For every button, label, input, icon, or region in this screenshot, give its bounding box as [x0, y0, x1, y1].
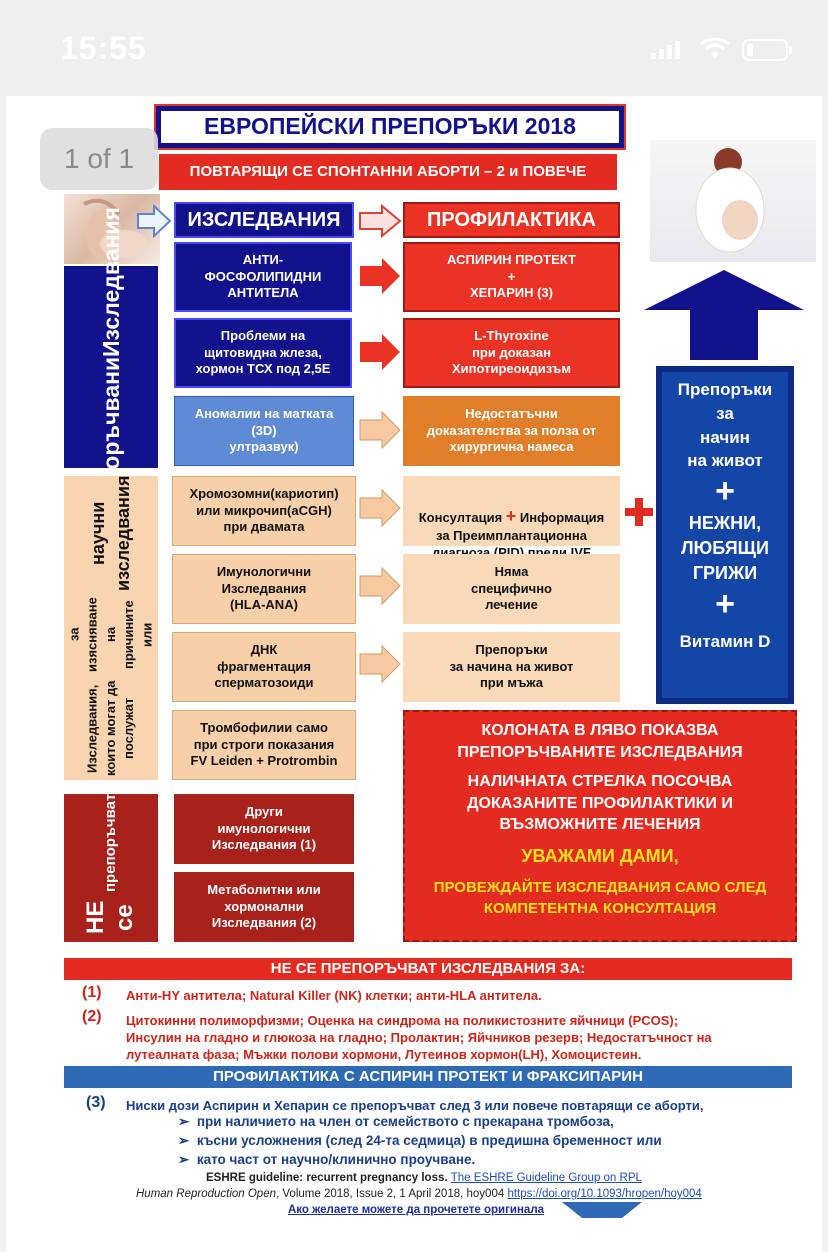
- footnote-3: Ниски дози Аспирин и Хепарин се препоръч…: [126, 1098, 704, 1113]
- side-label-recommended: Препоръчвани Изследвания: [64, 266, 158, 468]
- lifestyle-panel: Препоръки за начин на живот + НЕЖНИ, ЛЮБ…: [656, 366, 794, 704]
- footnote-2-num: (2): [82, 1008, 102, 1026]
- prophylaxis-box-6: Препоръки за начина на живот при мъжа: [403, 632, 620, 702]
- arrow-up-icon: [642, 268, 806, 362]
- lifestyle-text-1: Препоръки за начин на живот: [662, 378, 788, 473]
- research-box-7: Тромбофилии само при строги показания FV…: [172, 710, 356, 780]
- eshre-link[interactable]: The ESHRE Guideline Group on RPL: [451, 1172, 642, 1184]
- lifestyle-text-3: Витамин D: [662, 630, 788, 654]
- side-label-research: Изследвания, които могат да послужат за …: [64, 476, 158, 780]
- notice-p3: УВАЖАМИ ДАМИ,: [405, 846, 795, 867]
- plus-icon: +: [662, 586, 788, 623]
- document-page[interactable]: ЕВРОПЕЙСКИ ПРЕПОРЪКИ 2018 ПОВТАРЯЩИ СЕ С…: [6, 96, 822, 1252]
- prophylaxis-box-3: Недостатъчни доказателства за полза от х…: [403, 396, 620, 466]
- notice-box: КОЛОНАТА В ЛЯВО ПОКАЗВА ПРЕПОРЪЧВАНИТЕ И…: [403, 710, 797, 942]
- band-prophylaxis: ПРОФИЛАКТИКА С АСПИРИН ПРОТЕКТ И ФРАКСИП…: [64, 1066, 792, 1088]
- prophylaxis-box-4: Консултация + Информация за Преимплантац…: [403, 476, 620, 546]
- side-label-research-line2: за изясняване на причините или: [66, 591, 157, 677]
- prophylaxis-box-1: АСПИРИН ПРОТЕКТ + ХЕПАРИН (3): [403, 242, 620, 312]
- arrow-right-icon: [358, 644, 402, 684]
- notice-p4: ПРОВЕЖДАЙТЕ ИЗСЛЕДВАНИЯ САМО СЛЕД КОМПЕТ…: [405, 877, 795, 919]
- not-recommended-box-2: Метаболитни или хормонални Изследвания (…: [174, 872, 354, 942]
- arrow-right-icon: [358, 204, 402, 238]
- lifestyle-text-2: НЕЖНИ, ЛЮБЯЩИ ГРИЖИ: [662, 511, 788, 587]
- wifi-icon: [700, 38, 730, 60]
- reference-1-text: ESHRE guideline: recurrent pregnancy los…: [206, 1172, 448, 1184]
- bullet-2-text: късни усложнения (след 24-та седмица) в …: [197, 1133, 662, 1148]
- page-indicator: 1 of 1: [40, 128, 158, 190]
- arrow-right-icon: [358, 332, 402, 372]
- bullet-arrow-icon: ➢: [178, 1114, 189, 1129]
- pregnant-woman-photo: [650, 140, 816, 262]
- side-label-not-line2: препоръчват: [102, 794, 120, 892]
- band-not-recommended: НЕ СЕ ПРЕПОРЪЧВАТ ИЗСЛЕДВАНИЯ ЗА:: [64, 958, 792, 980]
- bullet-3: ➢ като част от научно/клинично проучване…: [178, 1152, 475, 1168]
- arrow-right-icon: [358, 566, 402, 606]
- arrow-right-icon: [358, 410, 402, 450]
- footnote-1-num: (1): [82, 984, 102, 1002]
- research-box-5: Имунологични Изследвания (HLA-ANA): [172, 554, 356, 624]
- arrow-right-icon: [358, 488, 402, 528]
- research-box-6: ДНК фрагментация сперматозоиди: [172, 632, 356, 702]
- footnote-3-num: (3): [86, 1094, 106, 1112]
- bullet-arrow-icon: ➢: [178, 1133, 189, 1148]
- header-research: ИЗСЛЕДВАНИЯ: [174, 202, 354, 238]
- side-label-research-line1: Изследвания, които могат да послужат: [84, 677, 139, 780]
- arrow-down-icon: [560, 1198, 644, 1220]
- bullet-arrow-icon: ➢: [178, 1152, 189, 1167]
- bullet-1: ➢ при наличието на член от семейството с…: [178, 1114, 614, 1130]
- arrow-right-icon: [358, 256, 402, 296]
- research-box-4: Хромозомни(кариотип) или микрочип(aCGH) …: [172, 476, 356, 546]
- side-label-research-line3: научни изследвания: [86, 476, 136, 591]
- plus-icon: +: [662, 473, 788, 510]
- battery-icon: [742, 38, 794, 62]
- status-time: 15:55: [60, 30, 147, 67]
- bullet-3-text: като част от научно/клинично проучване.: [197, 1152, 475, 1167]
- header-prophylaxis: ПРОФИЛАКТИКА: [403, 202, 620, 238]
- reference-2-journal: Human Reproduction Open: [136, 1188, 276, 1200]
- reference-1: ESHRE guideline: recurrent pregnancy los…: [206, 1172, 642, 1184]
- plus-icon: [625, 498, 653, 526]
- footnote-2: Цитокинни полиморфизми; Оценка на синдро…: [126, 1012, 786, 1063]
- notice-p2: НАЛИЧНАТА СТРЕЛКА ПОСОЧВА ДОКАЗАНИТЕ ПРО…: [405, 771, 795, 836]
- side-label-not-line1: НЕ се: [82, 892, 140, 942]
- notice-p1: КОЛОНАТА В ЛЯВО ПОКАЗВА ПРЕПОРЪЧВАНИТЕ И…: [405, 720, 795, 763]
- read-original-link[interactable]: Ако желаете можете да прочетете оригинал…: [288, 1204, 544, 1216]
- doc-title: ЕВРОПЕЙСКИ ПРЕПОРЪКИ 2018: [156, 106, 624, 148]
- arrow-right-icon: [136, 204, 172, 238]
- research-box-1: АНТИ- ФОСФОЛИПИДНИ АНТИТЕЛА: [174, 242, 352, 312]
- prophylaxis-box-4-a: Консултация: [419, 510, 506, 525]
- footnote-1: Анти-HY антитела; Natural Killer (NK) кл…: [126, 988, 542, 1003]
- side-label-recommended-line2: Изследвания: [98, 207, 124, 357]
- research-box-3: Аномалии на матката (3D) ултразвук): [174, 396, 354, 466]
- bullet-2: ➢ късни усложнения (след 24-та седмица) …: [178, 1133, 662, 1149]
- prophylaxis-box-5: Няма специфично лечение: [403, 554, 620, 624]
- reference-2-text: , Volume 2018, Issue 2, 1 April 2018, ho…: [276, 1188, 504, 1200]
- research-box-2: Проблеми на щитовидна жлеза, хормон ТСХ …: [174, 318, 352, 388]
- plus-icon: +: [506, 506, 517, 526]
- bullet-1-text: при наличието на член от семейството с п…: [197, 1114, 614, 1129]
- side-label-not-recommended: НЕ се препоръчват: [64, 794, 158, 942]
- doc-subtitle: ПОВТАРЯЩИ СЕ СПОНТАННИ АБОРТИ – 2 и ПОВЕ…: [159, 154, 617, 190]
- signal-icon: [651, 40, 681, 60]
- prophylaxis-box-2: L-Thyroxine при доказан Хипотиреоидизъм: [403, 318, 620, 388]
- not-recommended-box-1: Други имунологични Изследвания (1): [174, 794, 354, 864]
